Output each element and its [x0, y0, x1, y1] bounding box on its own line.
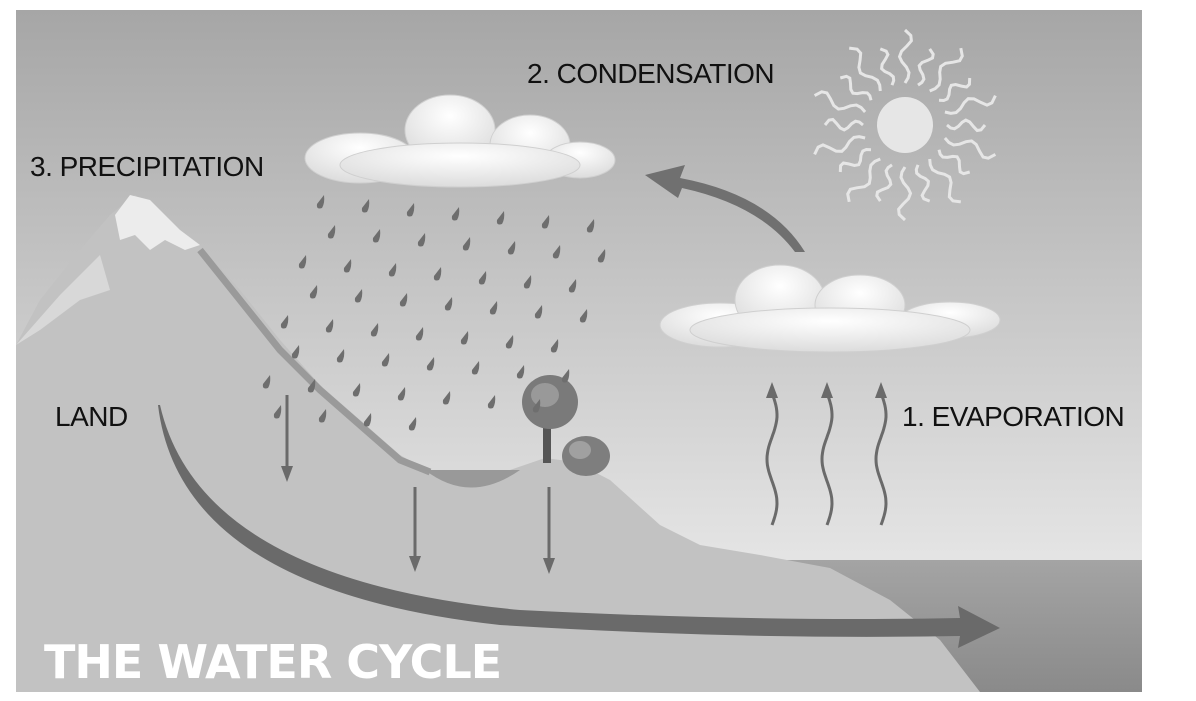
arrow-head-icon — [875, 382, 887, 398]
evaporation-arrow — [874, 395, 888, 526]
rain-drop — [307, 379, 316, 393]
tree-bush — [562, 436, 610, 476]
sun-ray — [928, 158, 962, 204]
rain-drop — [426, 357, 435, 371]
rain-drop — [516, 365, 525, 379]
rain-drop — [363, 413, 372, 427]
rain-drop — [408, 417, 417, 431]
rain-drop — [406, 203, 415, 217]
mountain-snow — [115, 195, 200, 250]
evaporation-cloud — [659, 264, 1001, 353]
arrow-head-icon — [766, 382, 778, 398]
rain-drop — [552, 245, 561, 259]
rain-drop — [496, 211, 505, 225]
rain-cloud — [304, 94, 616, 188]
rain-drops — [262, 195, 606, 431]
sun-ray — [897, 166, 913, 222]
infiltration-arrows — [281, 395, 555, 574]
rain-drop — [381, 353, 390, 367]
rain-drop — [399, 293, 408, 307]
rain-drop — [534, 305, 543, 319]
label-land: LAND — [55, 401, 128, 432]
label-condensation: 2. CONDENSATION — [527, 58, 774, 89]
rain-drop — [298, 255, 307, 269]
rain-drop — [462, 237, 471, 251]
sun-ray — [838, 147, 872, 173]
rain-drop — [397, 387, 406, 401]
rain-drop — [505, 335, 514, 349]
sun-ray — [929, 47, 964, 93]
rain-drop — [280, 315, 289, 329]
rain-drop — [460, 331, 469, 345]
rain-drop — [471, 361, 480, 375]
rain-drop — [361, 199, 370, 213]
diagram-title: THE WATER CYCLE — [44, 635, 501, 689]
sun-ray — [943, 137, 997, 160]
rain-drop — [273, 405, 282, 419]
rain-drop — [487, 395, 496, 409]
rain-drop — [352, 383, 361, 397]
sun-ray — [879, 47, 896, 86]
rain-drop — [523, 275, 532, 289]
sun-ray — [914, 164, 931, 203]
rain-drop — [451, 207, 460, 221]
runoff-arrow — [158, 405, 1000, 648]
tree-tall — [522, 375, 578, 463]
sun-ray — [823, 117, 864, 132]
rain-drop — [354, 289, 363, 303]
condensation-arrow — [645, 165, 805, 252]
sun-ray — [897, 28, 913, 84]
arrow-head-icon — [821, 382, 833, 398]
rain-drop — [532, 399, 541, 413]
label-precipitation: 3. PRECIPITATION — [30, 151, 264, 182]
rain-drop — [444, 297, 453, 311]
sun-ray — [946, 118, 987, 133]
rain-drop — [343, 259, 352, 273]
rain-drop — [561, 369, 570, 383]
rain-drop — [327, 225, 336, 239]
rain-drop — [550, 339, 559, 353]
rain-drop — [442, 391, 451, 405]
sun-ray — [813, 90, 867, 113]
rain-drop — [417, 233, 426, 247]
rain-drop — [291, 345, 300, 359]
sun-ray — [848, 46, 882, 92]
label-evaporation: 1. EVAPORATION — [902, 401, 1124, 432]
rain-drop — [388, 263, 397, 277]
rain-drop — [478, 271, 487, 285]
evaporation-arrow — [765, 395, 779, 526]
rain-drop — [415, 327, 424, 341]
rain-drop — [262, 375, 271, 389]
sun-ray — [846, 157, 881, 203]
rain-drop — [325, 319, 334, 333]
rain-drop — [597, 249, 606, 263]
rain-drop — [370, 323, 379, 337]
mountain-slope — [197, 247, 432, 476]
rain-drop — [541, 215, 550, 229]
rain-drop — [372, 229, 381, 243]
rain-drop — [507, 241, 516, 255]
sun-ray — [875, 163, 893, 202]
rain-drop — [489, 301, 498, 315]
sun-ray — [917, 48, 935, 87]
rain-drop — [336, 349, 345, 363]
rain-drop — [316, 195, 325, 209]
rain-drop — [579, 309, 588, 323]
rain-drop — [433, 267, 442, 281]
rain-drop — [309, 285, 318, 299]
sun-ray — [937, 149, 971, 176]
rain-drop — [586, 219, 595, 233]
sun-icon — [813, 28, 997, 222]
pond — [425, 470, 520, 488]
evaporation-arrows — [765, 382, 888, 526]
sun-ray — [839, 74, 873, 101]
mountain-ridge — [16, 255, 110, 345]
rain-drop — [318, 409, 327, 423]
sun-ray — [944, 94, 997, 115]
sun-ray — [938, 77, 972, 103]
sun-ray — [813, 135, 866, 156]
rain-drop — [568, 279, 577, 293]
evaporation-arrow — [820, 395, 834, 526]
